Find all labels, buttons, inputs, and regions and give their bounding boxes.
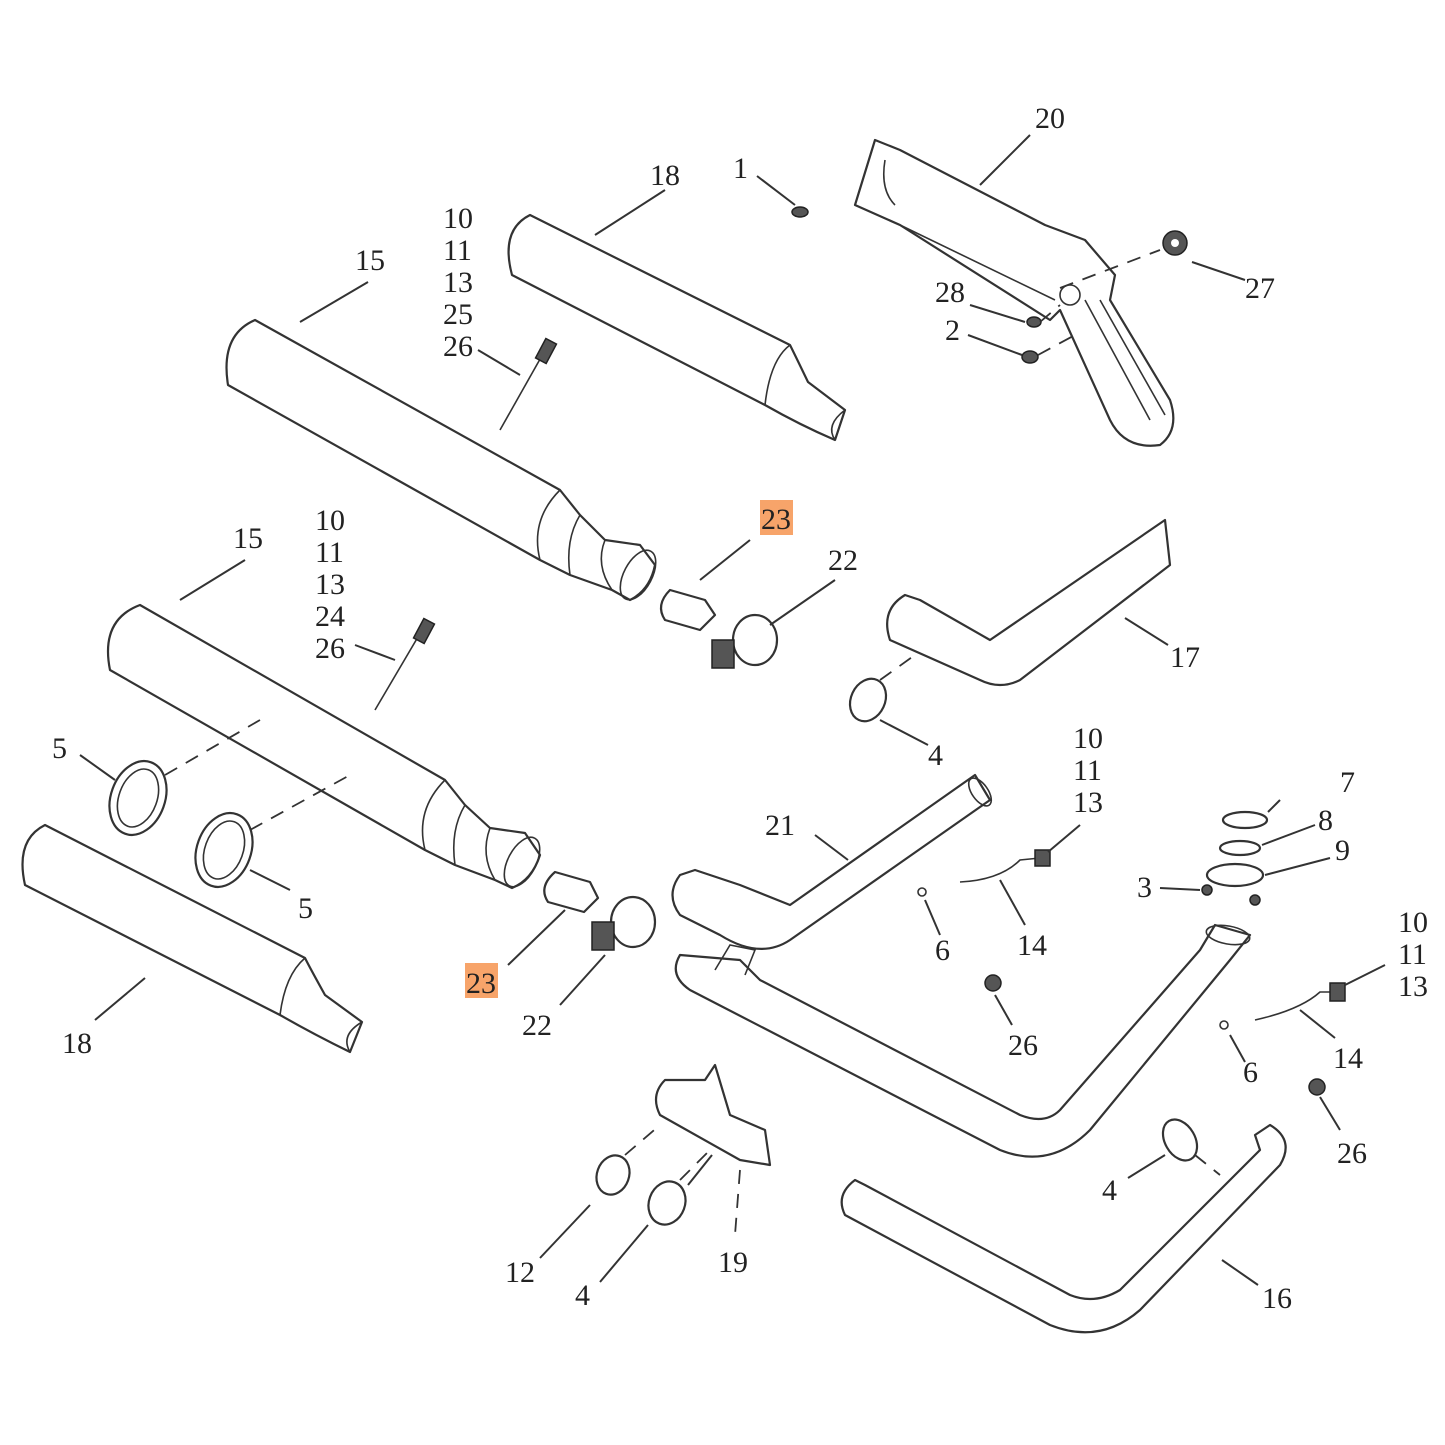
svg-text:10: 10 — [1073, 722, 1103, 755]
part-22-clamp-upper[interactable] — [711, 613, 779, 669]
callout-6-upper[interactable]: 6 — [935, 934, 950, 967]
part-4-gasket-upper[interactable] — [843, 673, 892, 727]
callout-26-right[interactable]: 26 — [1337, 1137, 1367, 1170]
part-12-gasket[interactable] — [591, 1151, 635, 1200]
callout-14-right[interactable]: 14 — [1333, 1042, 1363, 1075]
svg-text:24: 24 — [315, 600, 345, 633]
svg-text:11: 11 — [1398, 938, 1427, 971]
highlight-23-lower — [465, 963, 498, 998]
callout-22-upper[interactable]: 22 — [828, 544, 858, 577]
part-23-sleeve-lower[interactable] — [543, 870, 600, 914]
svg-text:11: 11 — [443, 234, 472, 267]
callout-20[interactable]: 20 — [1035, 102, 1065, 135]
callout-4-lower[interactable]: 4 — [575, 1279, 590, 1312]
callout-18-upper[interactable]: 18 — [650, 159, 680, 192]
part-15-lower-muffler[interactable] — [106, 603, 547, 892]
svg-text:10: 10 — [1398, 906, 1428, 939]
callout-26-middle[interactable]: 26 — [1008, 1029, 1038, 1062]
callout-4-right[interactable]: 4 — [1102, 1174, 1117, 1207]
callout-15-upper[interactable]: 15 — [355, 244, 385, 277]
svg-text:13: 13 — [315, 568, 345, 601]
callout-7[interactable]: 7 — [1340, 766, 1355, 799]
callout-stack-lower-sensor[interactable]: 10 11 13 24 26 — [315, 504, 345, 665]
svg-text:13: 13 — [443, 266, 473, 299]
highlight-23-upper — [760, 500, 793, 535]
callout-4-upper[interactable]: 4 — [928, 739, 943, 772]
callout-stack-middle-sensor[interactable]: 10 11 13 — [1073, 722, 1103, 819]
part-6-washer-upper[interactable] — [917, 887, 927, 897]
part-21-pipe[interactable] — [671, 773, 996, 950]
callout-14-upper[interactable]: 14 — [1017, 929, 1047, 962]
callout-5-right[interactable]: 5 — [298, 892, 313, 925]
callout-21[interactable]: 21 — [765, 809, 795, 842]
callout-9[interactable]: 9 — [1335, 834, 1350, 867]
part-oxygen-sensor-upper[interactable] — [499, 337, 558, 431]
part-1-screw[interactable] — [791, 206, 809, 218]
part-15-upper-muffler[interactable] — [225, 318, 664, 605]
part-4-gasket-lower[interactable] — [643, 1176, 692, 1230]
part-17-header-pipe[interactable] — [886, 518, 1172, 687]
svg-text:13: 13 — [1073, 786, 1103, 819]
callout-27[interactable]: 27 — [1245, 272, 1275, 305]
callout-12[interactable]: 12 — [505, 1256, 535, 1289]
callout-22-lower[interactable]: 22 — [522, 1009, 552, 1042]
part-18-lower-muffler[interactable] — [21, 823, 364, 1054]
callout-23-lower[interactable]: 23 — [466, 967, 496, 1000]
callout-18-lower[interactable]: 18 — [62, 1027, 92, 1060]
part-6-washer-right[interactable] — [1219, 1020, 1229, 1030]
part-18-upper-muffler[interactable] — [507, 213, 847, 442]
part-9-flange[interactable] — [1205, 862, 1265, 888]
callout-labels: 1 2 3 4 4 4 5 5 6 6 7 8 9 12 14 14 15 15… — [52, 102, 1367, 1315]
svg-text:11: 11 — [1073, 754, 1102, 787]
part-22-clamp-lower[interactable] — [591, 895, 657, 951]
svg-text:11: 11 — [315, 536, 344, 569]
part-8-ring[interactable] — [1218, 839, 1262, 857]
callout-23-upper[interactable]: 23 — [761, 503, 791, 536]
part-oxygen-sensor-lower[interactable] — [374, 617, 436, 711]
callout-2[interactable]: 2 — [945, 314, 960, 347]
svg-text:10: 10 — [315, 504, 345, 537]
callout-28[interactable]: 28 — [935, 276, 965, 309]
part-16-rear-pipe[interactable] — [840, 1123, 1287, 1334]
part-front-long-pipe[interactable] — [674, 922, 1252, 1158]
svg-text:10: 10 — [443, 202, 473, 235]
part-3-nut-right[interactable] — [1249, 894, 1261, 906]
callout-3[interactable]: 3 — [1137, 871, 1152, 904]
callout-stack-upper-sensor[interactable]: 10 11 13 25 26 — [443, 202, 473, 363]
part-2-screw[interactable] — [1021, 350, 1039, 364]
callout-6-right[interactable]: 6 — [1243, 1056, 1258, 1089]
svg-text:26: 26 — [443, 330, 473, 363]
part-5-ring-right[interactable] — [186, 805, 263, 895]
part-20-bracket[interactable] — [853, 138, 1175, 447]
callout-1[interactable]: 1 — [733, 152, 748, 185]
part-19-crossover[interactable] — [654, 1063, 772, 1167]
callout-15-lower[interactable]: 15 — [233, 522, 263, 555]
part-14-sensor-right[interactable] — [1254, 982, 1346, 1021]
part-4-gasket-right[interactable] — [1156, 1113, 1204, 1166]
callout-16[interactable]: 16 — [1262, 1282, 1292, 1315]
part-23-sleeve-upper[interactable] — [659, 588, 717, 632]
part-3-nut-left[interactable] — [1201, 884, 1213, 896]
callout-8[interactable]: 8 — [1318, 804, 1333, 837]
part-5-ring-left[interactable] — [100, 753, 177, 843]
svg-text:25: 25 — [443, 298, 473, 331]
part-28-screw[interactable] — [1026, 316, 1042, 328]
leader-lines — [79, 134, 1386, 1286]
part-26-plug-middle[interactable] — [984, 974, 1002, 992]
svg-text:26: 26 — [315, 632, 345, 665]
callout-19[interactable]: 19 — [718, 1246, 748, 1279]
part-27-nut[interactable] — [1162, 230, 1188, 256]
callout-5-left[interactable]: 5 — [52, 732, 67, 765]
part-26-plug-right[interactable] — [1308, 1078, 1326, 1096]
part-14-sensor-upper[interactable] — [959, 849, 1051, 883]
part-7-washer[interactable] — [1221, 810, 1269, 830]
callout-stack-right-sensor[interactable]: 10 11 13 — [1398, 906, 1428, 1003]
svg-text:13: 13 — [1398, 970, 1428, 1003]
callout-17[interactable]: 17 — [1170, 641, 1200, 674]
